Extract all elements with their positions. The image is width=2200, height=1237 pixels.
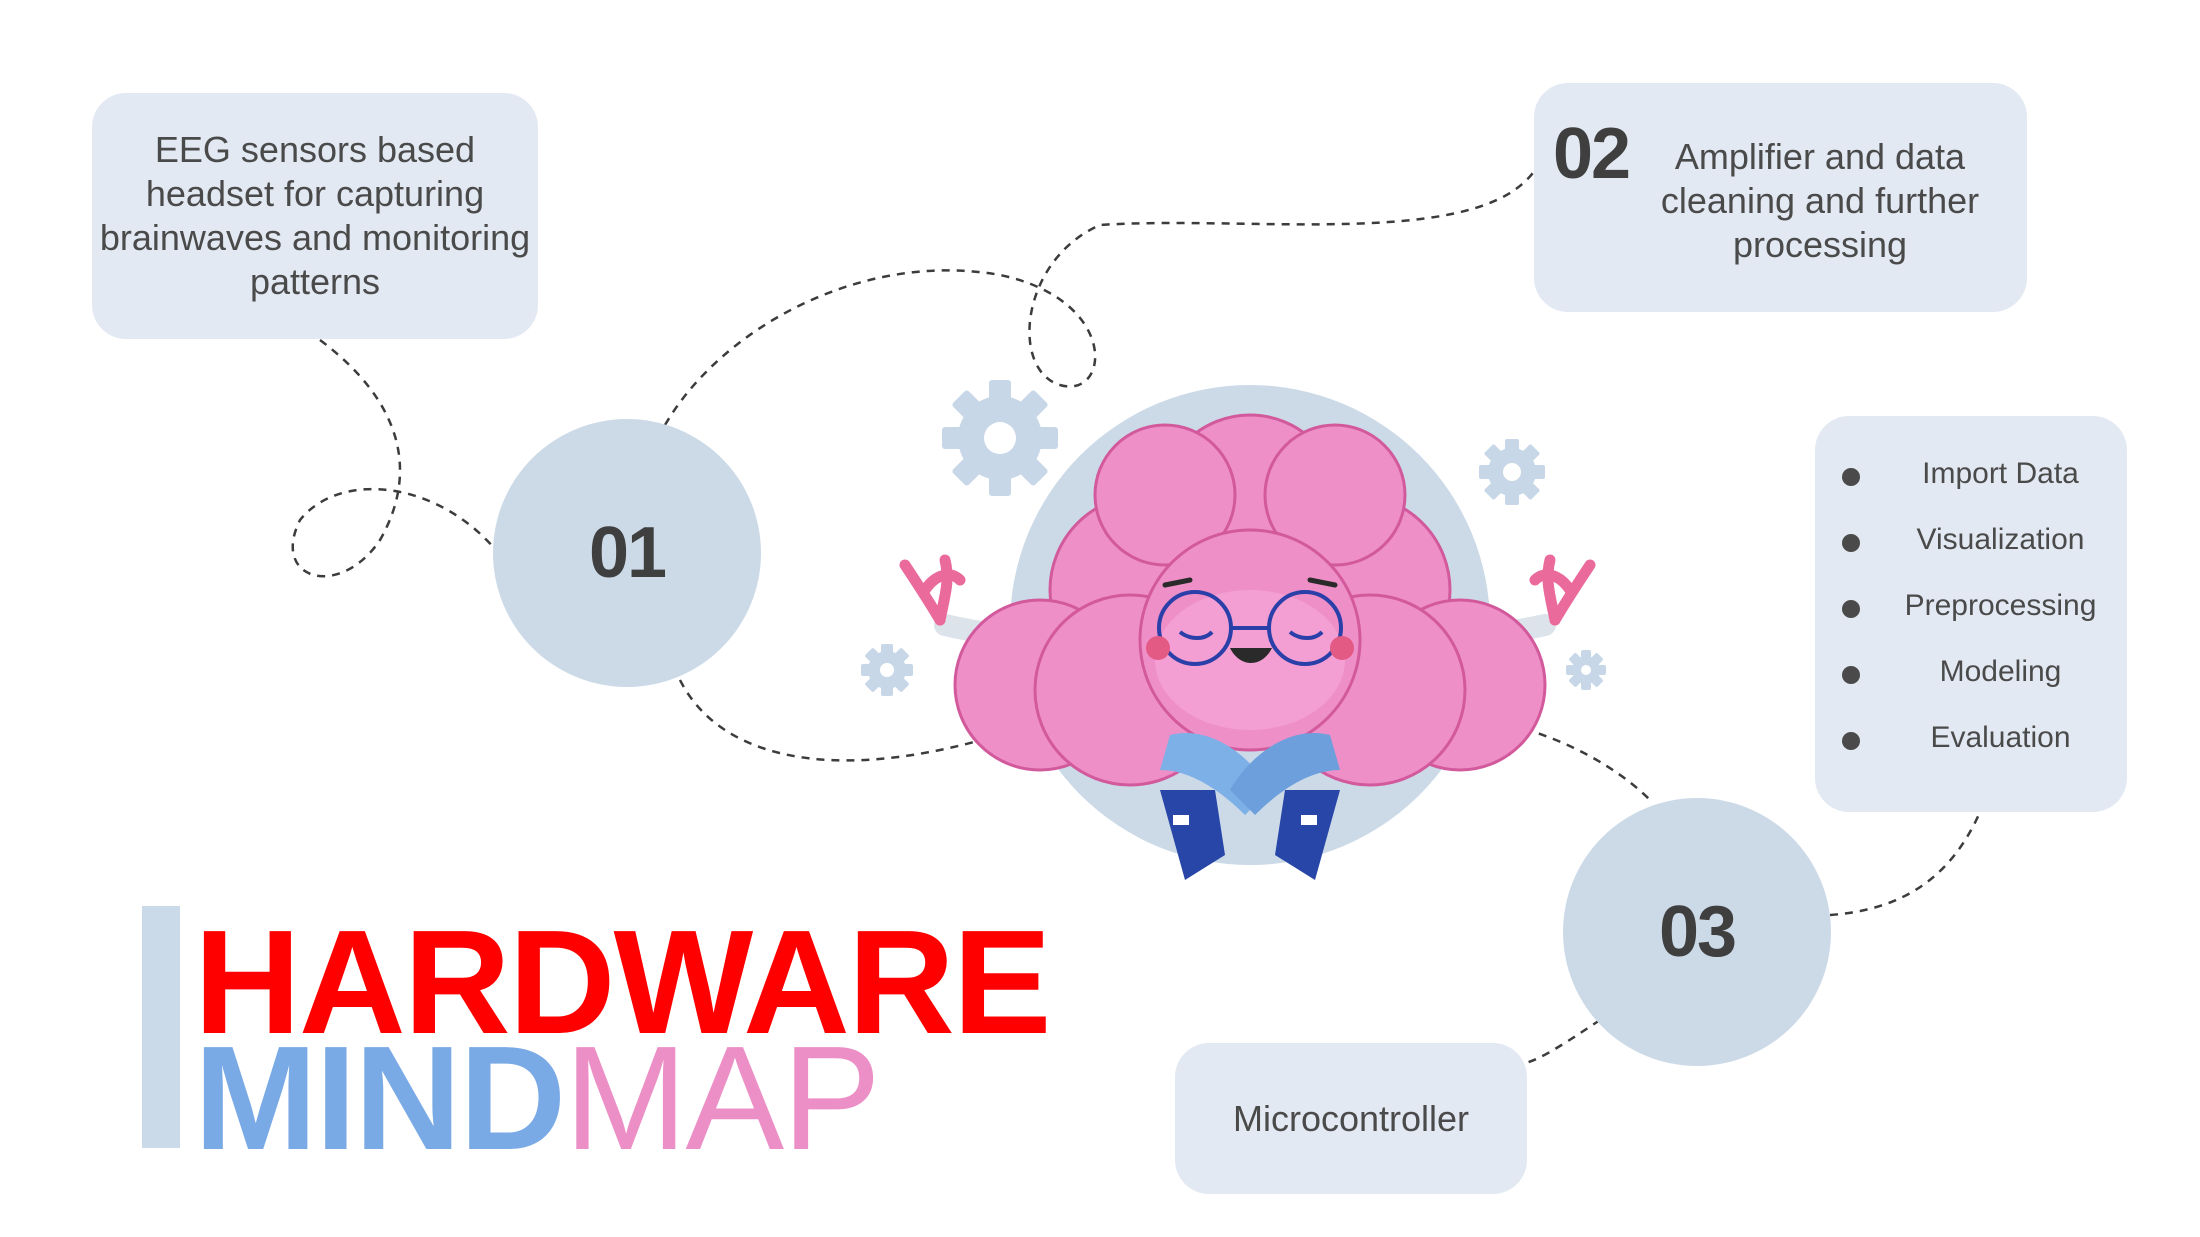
connector-01-to-sensors [291, 339, 501, 578]
gear-icon [861, 644, 913, 696]
node-03-label: 03 [1658, 892, 1737, 972]
node-03-circle: 03 [1563, 798, 1831, 1066]
sensors-node-box: EEG sensors based headset for capturing … [92, 93, 538, 339]
title-line-2: MINDMAP [194, 1024, 881, 1174]
gear-icon [942, 380, 1058, 496]
title-line-1: HARDWARE [194, 900, 1052, 1065]
node-02-number: 02 [1553, 114, 1631, 194]
bullet-icon [1842, 600, 1860, 618]
sensors-node-text: EEG sensors based headset for capturing … [99, 129, 531, 302]
title-mind-word: MIND [194, 1016, 566, 1181]
list-item: Visualization [1842, 522, 2127, 588]
bullet-icon [1842, 666, 1860, 684]
connector-03-to-micro [1524, 1018, 1601, 1065]
list-item: Evaluation [1842, 720, 2127, 786]
amplifier-node-text: Amplifier and data cleaning and further … [1660, 136, 1980, 265]
brain-character-illustration [899, 385, 1596, 880]
list-item: Import Data [1842, 456, 2127, 522]
title-map-word: MAP [564, 1016, 881, 1181]
processing-steps-box: Import Data Visualization Preprocessing … [1815, 416, 2127, 812]
connector-01-to-brain [678, 679, 1031, 762]
node-01-label: 01 [588, 513, 667, 593]
connector-03-to-steps [1829, 811, 1982, 917]
bullet-icon [1842, 732, 1860, 750]
microcontroller-node-box: Microcontroller [1175, 1043, 1527, 1194]
title-accent-bar [142, 906, 180, 1148]
amplifier-node-box: 02 Amplifier and data cleaning and furth… [1534, 83, 2027, 312]
list-item: Preprocessing [1842, 588, 2127, 654]
microcontroller-node-text: Microcontroller [1232, 1097, 1470, 1139]
node-01-circle: 01 [493, 419, 761, 687]
list-item: Modeling [1842, 654, 2127, 720]
processing-steps-list: Import Data Visualization Preprocessing … [1842, 456, 2127, 786]
gear-icon [1479, 439, 1545, 505]
bullet-icon [1842, 534, 1860, 552]
connector-01-to-02 [663, 169, 1537, 426]
gear-icon [1566, 650, 1606, 690]
bullet-icon [1842, 468, 1860, 486]
connector-brain-to-03 [1509, 723, 1651, 801]
